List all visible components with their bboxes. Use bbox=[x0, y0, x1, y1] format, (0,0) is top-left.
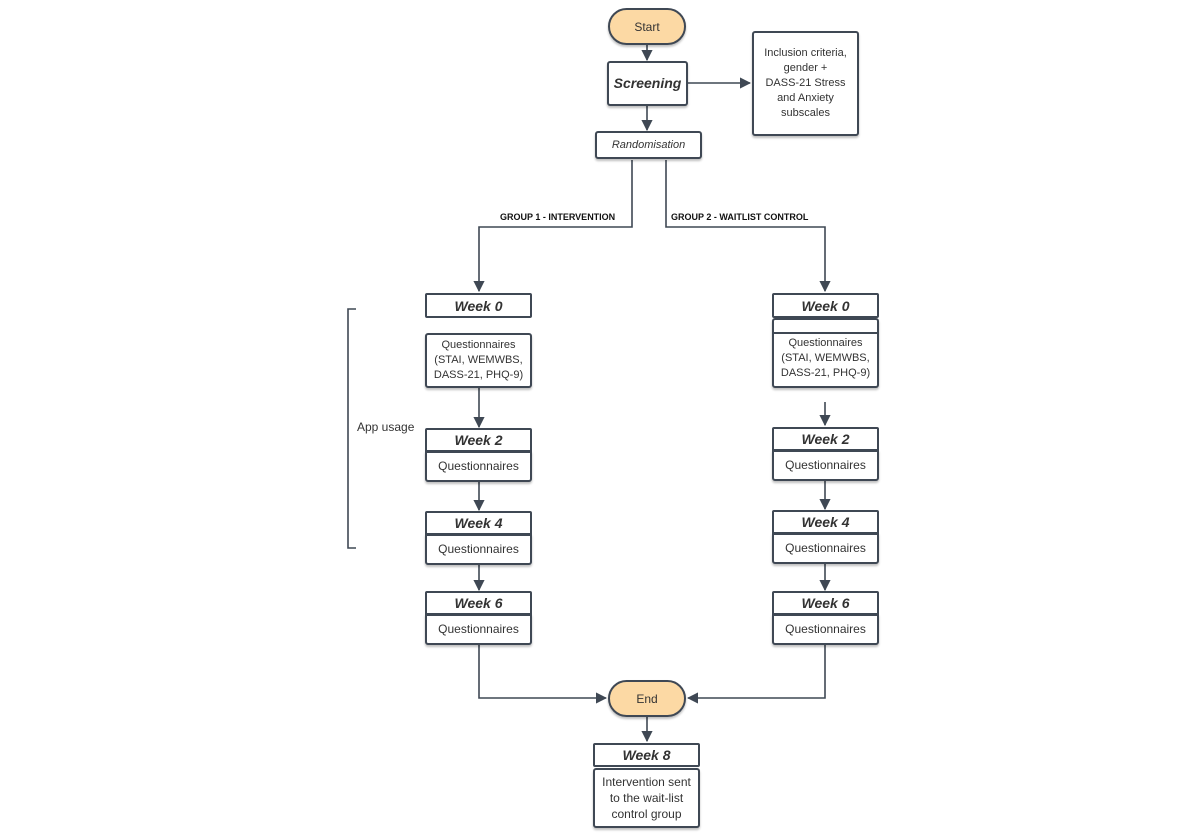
g2-week0-questionnaires: Questionnaires (STAI, WEMWBS, DASS-21, P… bbox=[772, 318, 879, 388]
criteria-line: DASS-21 Stress bbox=[765, 77, 846, 89]
week-label: Week 6 bbox=[801, 595, 850, 611]
g1-week6-questionnaires: Questionnaires bbox=[425, 614, 532, 645]
g1-week0-questionnaires: Questionnaires (STAI, WEMWBS, DASS-21, P… bbox=[425, 333, 532, 388]
week-label: Week 4 bbox=[801, 514, 850, 530]
final-line: control group bbox=[611, 807, 682, 821]
week-label: Week 6 bbox=[454, 595, 503, 611]
group2-label: GROUP 2 - WAITLIST CONTROL bbox=[671, 212, 809, 222]
questionnaire-line: Questionnaires bbox=[441, 339, 516, 351]
start-node: Start bbox=[608, 8, 686, 45]
randomisation-node: Randomisation bbox=[595, 131, 702, 159]
final-line: Intervention sent bbox=[602, 775, 691, 789]
questionnaire-line: Questionnaires bbox=[785, 458, 866, 472]
screening-label: Screening bbox=[613, 75, 682, 91]
week8-header: Week 8 bbox=[593, 743, 700, 767]
g1-week2-questionnaires: Questionnaires bbox=[425, 451, 532, 482]
criteria-line: gender + bbox=[783, 62, 828, 74]
app-usage-label: App usage bbox=[357, 420, 415, 434]
g2-week4-header: Week 4 bbox=[772, 510, 879, 534]
group1-label: GROUP 1 - INTERVENTION bbox=[500, 212, 616, 222]
week-label: Week 2 bbox=[801, 431, 850, 447]
g1-week2-header: Week 2 bbox=[425, 428, 532, 452]
questionnaire-line: (STAI, WEMWBS, bbox=[434, 354, 523, 366]
week-label: Week 0 bbox=[454, 297, 503, 314]
questionnaire-line: Questionnaires bbox=[788, 336, 863, 349]
g2-week6-header: Week 6 bbox=[772, 591, 879, 615]
g2-week6-questionnaires: Questionnaires bbox=[772, 614, 879, 645]
end-label: End bbox=[636, 691, 658, 706]
g2-week2-header: Week 2 bbox=[772, 427, 879, 451]
arrow-to-group1 bbox=[473, 160, 633, 293]
questionnaire-line: Questionnaires bbox=[438, 622, 519, 636]
g1-week4-questionnaires: Questionnaires bbox=[425, 534, 532, 565]
g2-week0-header: Week 0 bbox=[772, 293, 879, 318]
randomisation-label: Randomisation bbox=[611, 138, 686, 151]
g2-week4-questionnaires: Questionnaires bbox=[772, 533, 879, 564]
week-label: Week 0 bbox=[801, 297, 850, 314]
g2-week2-questionnaires: Questionnaires bbox=[772, 450, 879, 481]
app-usage-bracket bbox=[347, 308, 356, 549]
questionnaire-line: Questionnaires bbox=[438, 542, 519, 556]
week-label: Week 4 bbox=[454, 515, 503, 531]
questionnaire-line: Questionnaires bbox=[785, 622, 866, 636]
questionnaire-line: Questionnaires bbox=[438, 459, 519, 473]
end-node: End bbox=[608, 680, 686, 717]
start-label: Start bbox=[634, 19, 660, 34]
inclusion-criteria-node: Inclusion criteria, gender + DASS-21 Str… bbox=[752, 31, 859, 136]
criteria-line: and Anxiety bbox=[777, 92, 834, 104]
g2-week0-divider bbox=[774, 332, 877, 334]
arrow-to-group2 bbox=[665, 160, 831, 293]
screening-node: Screening bbox=[607, 61, 688, 106]
g1-week0-header: Week 0 bbox=[425, 293, 532, 318]
questionnaire-line: DASS-21, PHQ-9) bbox=[780, 366, 871, 379]
final-line: to the wait-list bbox=[609, 791, 684, 805]
arrow-g1-end bbox=[478, 645, 608, 704]
final-step-node: Intervention sent to the wait-list contr… bbox=[593, 768, 700, 828]
criteria-line: Inclusion criteria, bbox=[764, 47, 847, 59]
questionnaire-line: Questionnaires bbox=[785, 541, 866, 555]
arrow-g2-end bbox=[686, 645, 826, 704]
week-label: Week 8 bbox=[622, 747, 671, 763]
g1-week6-header: Week 6 bbox=[425, 591, 532, 615]
g1-week4-header: Week 4 bbox=[425, 511, 532, 535]
questionnaire-line: DASS-21, PHQ-9) bbox=[433, 369, 524, 381]
criteria-line: subscales bbox=[781, 107, 830, 119]
week-label: Week 2 bbox=[454, 432, 503, 448]
questionnaire-line: (STAI, WEMWBS, bbox=[781, 351, 870, 364]
